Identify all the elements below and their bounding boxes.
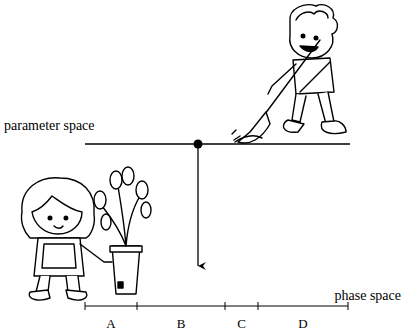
- axis-label: phase space: [335, 289, 401, 303]
- parameter-dot: [194, 140, 203, 149]
- phase-line: [85, 302, 348, 310]
- girl-figure: [21, 167, 151, 300]
- region-label: D: [298, 317, 307, 330]
- parameter-line: [85, 143, 350, 144]
- region-label: C: [237, 317, 246, 330]
- map-arrow: [197, 148, 198, 266]
- boy-figure: [232, 5, 346, 143]
- region-label: B: [177, 317, 186, 330]
- region-label: A: [106, 317, 115, 330]
- axis-label: parameter space: [4, 119, 95, 133]
